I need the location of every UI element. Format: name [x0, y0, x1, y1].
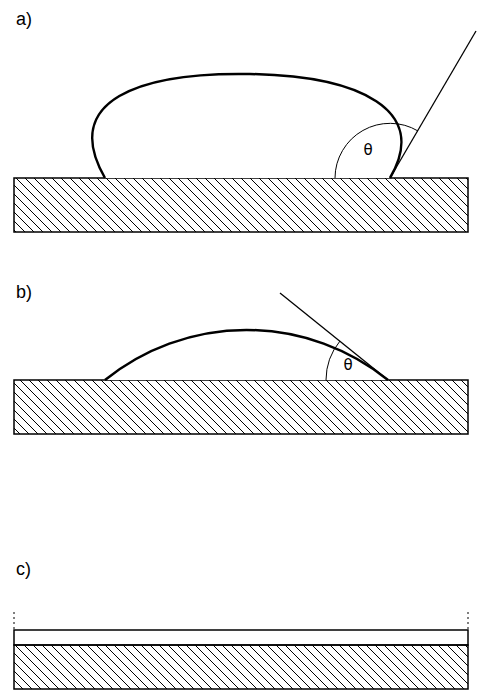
- liquid-film: [14, 630, 468, 645]
- substrate: [14, 178, 468, 232]
- panel-label: b): [16, 283, 32, 301]
- tangent-line: [280, 293, 388, 380]
- droplet: [105, 330, 388, 380]
- panel-label: a): [16, 10, 32, 28]
- angle-symbol: θ: [363, 143, 372, 158]
- angle-symbol: θ: [343, 358, 352, 373]
- edge-mark: [468, 612, 469, 630]
- angle-arc: [335, 123, 418, 178]
- panel-label: c): [16, 560, 31, 578]
- substrate: [14, 380, 468, 434]
- tangent-line: [390, 31, 476, 178]
- edge-mark: [14, 612, 15, 630]
- droplet: [92, 74, 401, 178]
- substrate: [14, 645, 468, 689]
- angle-arc: [326, 341, 340, 380]
